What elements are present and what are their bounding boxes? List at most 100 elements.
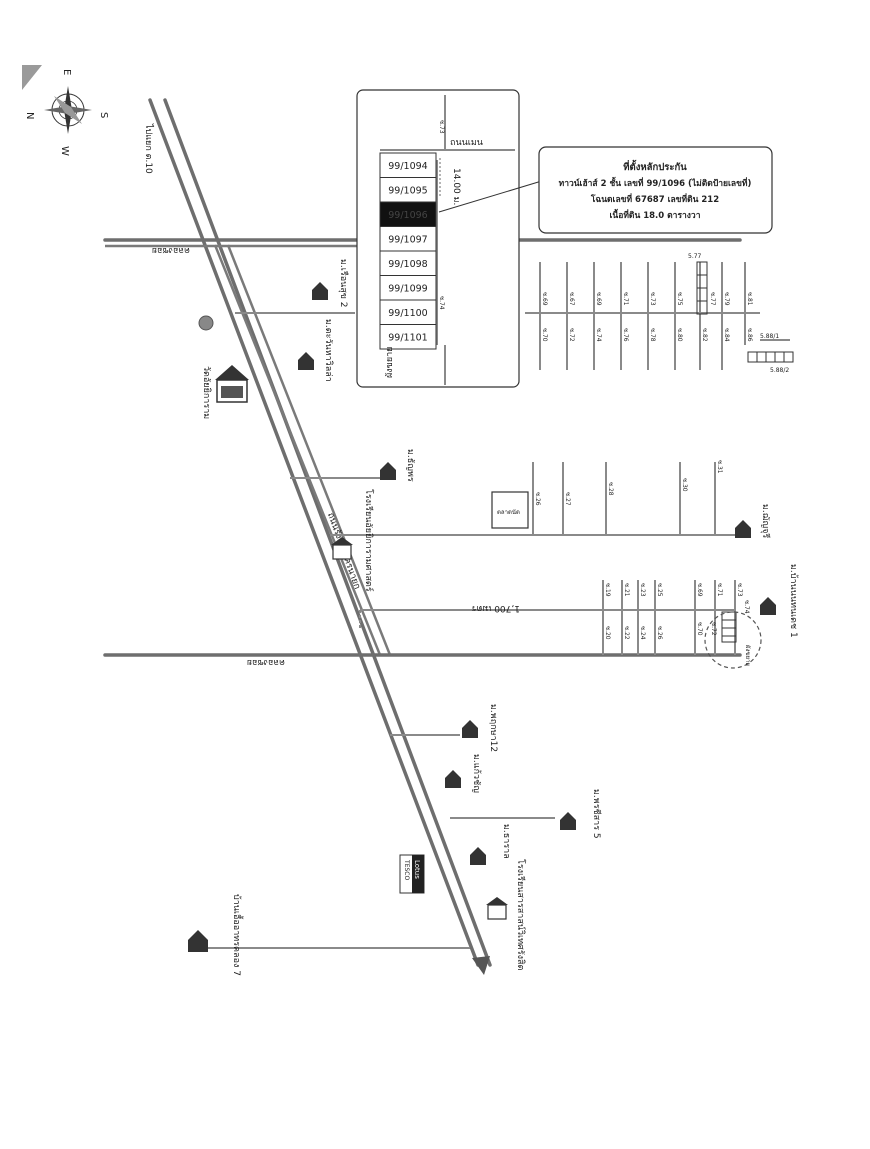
lot-number: 99/1096	[388, 210, 427, 221]
soi-upper-a-2: ซ.69	[595, 292, 602, 306]
soi-mid-0: ซ.26	[534, 492, 541, 506]
soi-mid-4: ซ.31	[716, 460, 723, 474]
lot-number: 99/1094	[388, 161, 427, 172]
soi-mid-2: ซ.28	[607, 482, 614, 496]
compass-w: W	[59, 146, 70, 156]
market-label: ตลาดนัด	[497, 509, 520, 516]
bottom-left-label: บ้านเอื้ออาทรคลอง 7	[231, 894, 244, 976]
soi-low-a-0: ซ.19	[604, 583, 611, 597]
corner-mark	[22, 65, 42, 90]
school-icon	[331, 537, 353, 560]
tesco-lotus-logo: TESCO Lotus	[399, 854, 425, 894]
lot-cell-highlight	[379, 201, 437, 227]
lot-cell	[379, 152, 437, 178]
lotus-text: Lotus	[413, 860, 421, 879]
village-tawan-label: ม.ตะวันหาวิลล่า	[323, 319, 334, 382]
compass-s: S	[98, 112, 109, 118]
lot-number: 99/1098	[388, 259, 427, 270]
soi-low-a-3: ซ.25	[656, 583, 663, 597]
lot-code-bottom: 5.88/2	[770, 367, 789, 374]
lower-soi-grid	[602, 580, 762, 669]
village-manjusri-label: ม.ฌัญจุรี	[760, 504, 771, 538]
soi-upper-b-7: ซ.84	[723, 328, 730, 342]
village-bottom-left-icon	[188, 930, 208, 952]
soi-low-b-4: ซ.70	[696, 622, 703, 636]
soi-mid-1: ซ.27	[564, 492, 571, 506]
road-left-mid-label: คลองซอย	[247, 657, 285, 667]
inset-distance: 14.00 ม.	[451, 168, 461, 205]
village-phutsa-label: ม.พรชีสาร 5	[591, 789, 602, 839]
roundabout-icon	[198, 315, 214, 331]
village-bannan-icon	[760, 597, 776, 615]
road-arrow-icon	[472, 956, 490, 975]
village-manjusri-icon	[735, 520, 751, 538]
inset-panel: 99/1094 99/1095 99/1096 99/1097 99/1098 99/10…	[356, 89, 520, 388]
soi-upper-b-1: ซ.72	[568, 328, 575, 342]
school-bottom-icon	[486, 897, 508, 920]
compass-n: N	[24, 112, 35, 119]
inset-zone-label: ผังขยาย	[385, 347, 395, 378]
soi-upper-a-4: ซ.73	[649, 292, 656, 306]
main-road	[148, 98, 492, 975]
school-bottom-label: โรงเรียนสารสาสน์วิเทศรังสิต	[515, 859, 527, 970]
lot-cell	[379, 177, 437, 203]
soi-low-b-1: ซ.22	[623, 626, 630, 640]
zone-small-label: ผังขยาย	[744, 645, 751, 666]
lot-cell	[379, 324, 437, 350]
temple-label: วัดอัยยิการาม	[201, 366, 212, 419]
inset-road-name: ถนนเมน	[450, 138, 483, 148]
soi-upper-b-6: ซ.82	[701, 328, 708, 342]
lot-cell	[379, 226, 437, 252]
inset-soi-mid: ซ.74	[438, 296, 445, 310]
compass-e: E	[61, 69, 72, 75]
upper-soi-labels-a: ซ.69 ซ.67 ซ.69 ซ.71 ซ.73 ซ.75 ซ.77 ซ.79 …	[541, 292, 753, 306]
lot-code-b: 5.88/1	[760, 333, 779, 340]
school-label: โรงเรียนอัยยิการามศาสตร์	[363, 489, 375, 592]
village-bannan-label: ม.บ้านนนทนเดช 1	[788, 564, 799, 638]
callout-line2: ทาวน์เฮ้าส์ 2 ชั้น เลขที่ 99/1096 (ไม่ติ…	[559, 176, 752, 189]
village-kaeo-label: ม.แก้วชัญ	[471, 754, 482, 793]
village-thanal-label: ม.ธาราล	[501, 824, 511, 859]
lot-cell	[379, 299, 437, 325]
lot-number: 99/1097	[388, 235, 427, 246]
lot-number: 99/1095	[388, 186, 427, 197]
soi-low-a-1: ซ.21	[623, 583, 630, 597]
compass-rose-icon	[44, 86, 92, 134]
lot-table: 99/1094 99/1095 99/1096 99/1097 99/1098 99/10…	[379, 152, 437, 350]
temple-icon	[215, 365, 249, 403]
soi-upper-a-3: ซ.71	[622, 292, 629, 306]
soi-low-a-6: ซ.73	[736, 583, 743, 597]
soi-low-a-2: ซ.23	[639, 583, 646, 597]
lot-number: 99/1099	[388, 284, 427, 295]
soi-upper-a-6: ซ.77	[709, 292, 716, 306]
soi-low-b-5: ซ.72	[710, 622, 717, 636]
lot-number: 99/1100	[388, 308, 427, 319]
callout-line1: ที่ตั้งหลักประกัน	[623, 159, 687, 173]
lot-number: 99/1101	[388, 333, 427, 344]
village-ruenrung-icon	[312, 282, 328, 300]
soi-upper-b-8: ซ.86	[746, 328, 753, 342]
soi-upper-a-1: ซ.67	[568, 292, 575, 306]
village-thanal-icon	[470, 847, 486, 865]
village-phutsa-icon	[560, 812, 576, 830]
soi-upper-a-8: ซ.81	[746, 292, 753, 306]
distance-long: 1,700 เมตร	[472, 603, 520, 613]
soi-upper-b-3: ซ.76	[622, 328, 629, 342]
road-left-top-label: คลองซอย	[152, 245, 190, 255]
callout-box	[538, 146, 773, 234]
callout-line4: เนื้อที่ดิน 18.0 ตารางวา	[610, 208, 701, 221]
main-road-top-label: ไปแยก ต.10	[143, 123, 154, 174]
callout-pointer	[438, 179, 546, 213]
upper-soi-labels-b: ซ.70 ซ.72 ซ.74 ซ.76 ซ.78 ซ.80 ซ.82 ซ.84 …	[541, 328, 753, 342]
lot-code-a: 5.77	[688, 253, 702, 260]
village-phet-icon	[462, 720, 478, 738]
soi-upper-a-7: ซ.79	[723, 292, 730, 306]
middle-soi-grid: ตลาดนัด	[491, 462, 716, 535]
soi-low-b-3: ซ.26	[656, 626, 663, 640]
soi-upper-a-5: ซ.75	[676, 292, 683, 306]
soi-upper-b-4: ซ.78	[649, 328, 656, 342]
village-thanyaphon-icon	[380, 462, 396, 480]
village-ruenrung-label: ม.เรือนสุข 2	[338, 259, 349, 308]
